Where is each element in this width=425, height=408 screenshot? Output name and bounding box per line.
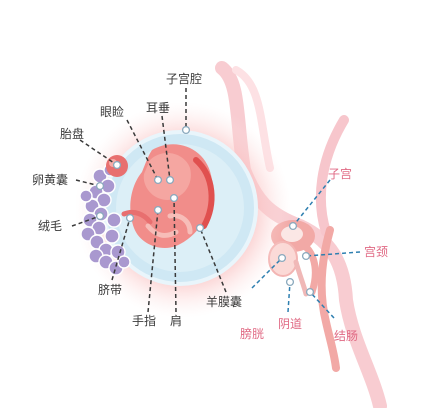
- leader-rectum: [309, 291, 335, 319]
- marker-umbilical-cord: [125, 213, 135, 223]
- leader-placenta: [79, 139, 118, 166]
- embryo-head: [143, 153, 191, 200]
- marker-placenta: [112, 160, 122, 170]
- label-amniotic-cavity: 子宫腔: [166, 71, 202, 86]
- label-amniotic-sac: 羊膜囊: [206, 294, 242, 309]
- marker-rectum: [305, 287, 315, 297]
- marker-amniotic-sac: [195, 223, 205, 233]
- marker-vagina: [285, 277, 295, 287]
- label-shoulder: 肩: [170, 313, 182, 328]
- embryo-limb: [145, 223, 179, 238]
- leader-cervix: [305, 251, 361, 257]
- label-villi: 绒毛: [38, 219, 62, 233]
- label-vagina: 阴道: [278, 317, 302, 331]
- cervix-shape: [301, 242, 319, 296]
- leader-uterus: [292, 179, 331, 227]
- marker-uterus: [288, 221, 298, 231]
- marker-shoulder: [169, 193, 179, 203]
- marker-finger: [153, 205, 163, 215]
- marker-bladder: [277, 253, 287, 263]
- label-placenta: 胎盘: [60, 126, 84, 141]
- umbilical-cord-shape: [121, 209, 153, 225]
- marker-villi: [95, 211, 105, 221]
- marker-amniotic-cavity: [181, 125, 191, 135]
- marker-eyelid: [153, 175, 163, 185]
- leader-ear: [161, 115, 171, 181]
- label-rectum: 结肠: [334, 329, 358, 343]
- leader-villi: [71, 215, 101, 227]
- leader-amniotic-sac: [199, 227, 227, 293]
- leader-finger: [147, 209, 159, 313]
- label-bladder: 膀胱: [240, 326, 264, 341]
- label-ear: 耳垂: [146, 101, 170, 115]
- label-uterus: 子宫: [328, 166, 352, 181]
- embryo-curve: [193, 157, 215, 229]
- label-finger: 手指: [132, 313, 156, 328]
- label-umbilical-cord: 脐带: [98, 282, 122, 297]
- rectum-shape: [317, 226, 340, 372]
- back-outline: [315, 115, 349, 237]
- leader-umbilical-cord: [111, 217, 131, 281]
- label-cervix: 宫颈: [364, 244, 388, 259]
- vagina-shape: [293, 259, 309, 297]
- leader-vagina: [287, 281, 291, 313]
- label-yolk-sac: 卵黄囊: [32, 172, 68, 187]
- marker-ear: [165, 175, 175, 185]
- label-eyelid: 眼睑: [100, 105, 124, 119]
- marker-cervix: [301, 251, 311, 261]
- leader-shoulder: [173, 197, 177, 313]
- embryo-leg: [167, 213, 193, 235]
- leader-bladder: [251, 257, 283, 289]
- marker-yolk-sac: [95, 181, 105, 191]
- leader-eyelid: [126, 119, 159, 181]
